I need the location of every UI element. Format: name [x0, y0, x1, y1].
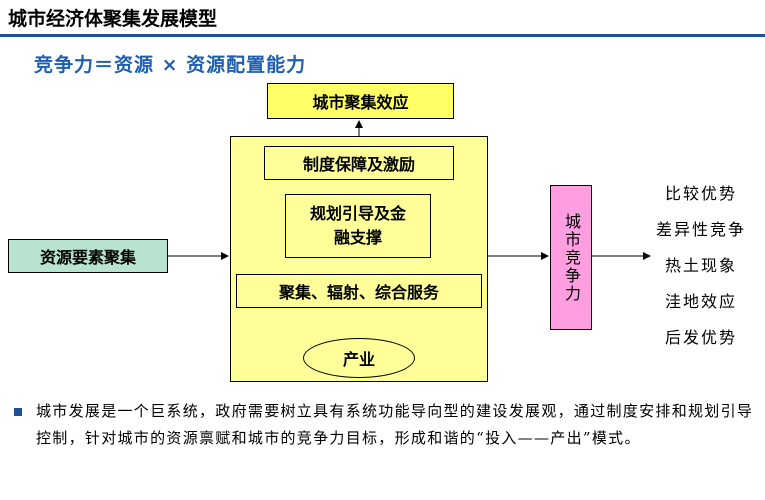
description-paragraph: 城市发展是一个巨系统，政府需要树立具有系统功能导向型的建设发展观，通过制度安排和… — [36, 402, 754, 447]
square-bullet-icon — [14, 408, 22, 416]
advantages-list: 比较优势 差异性竞争 热土现象 洼地效应 后发优势 — [640, 176, 762, 356]
services-box: 聚集、辐射、综合服务 — [236, 274, 482, 308]
advantage-item: 差异性竞争 — [655, 220, 746, 239]
resource-factor-agglomeration-box: 资源要素聚集 — [8, 239, 168, 273]
advantage-item: 洼地效应 — [664, 292, 737, 311]
planning-box-line2: 融支撑 — [333, 228, 382, 247]
advantage-item: 比较优势 — [664, 184, 737, 203]
industry-ellipse: 产业 — [303, 338, 415, 378]
advantage-item: 热土现象 — [664, 256, 737, 275]
page-title: 城市经济体聚集发展模型 — [8, 8, 218, 30]
institution-incentive-box: 制度保障及激励 — [264, 146, 454, 180]
formula-heading: 竞争力＝资源 × 资源配置能力 — [34, 54, 307, 76]
advantage-item: 后发优势 — [664, 328, 737, 347]
title-divider — [0, 34, 765, 37]
urban-competitiveness-box: 城市竞争力 — [550, 185, 592, 330]
planning-box-line1: 规划引导及金 — [309, 204, 406, 223]
planning-finance-box: 规划引导及金 融支撑 — [285, 194, 431, 258]
urban-agglomeration-effect-box: 城市聚集效应 — [267, 83, 454, 119]
